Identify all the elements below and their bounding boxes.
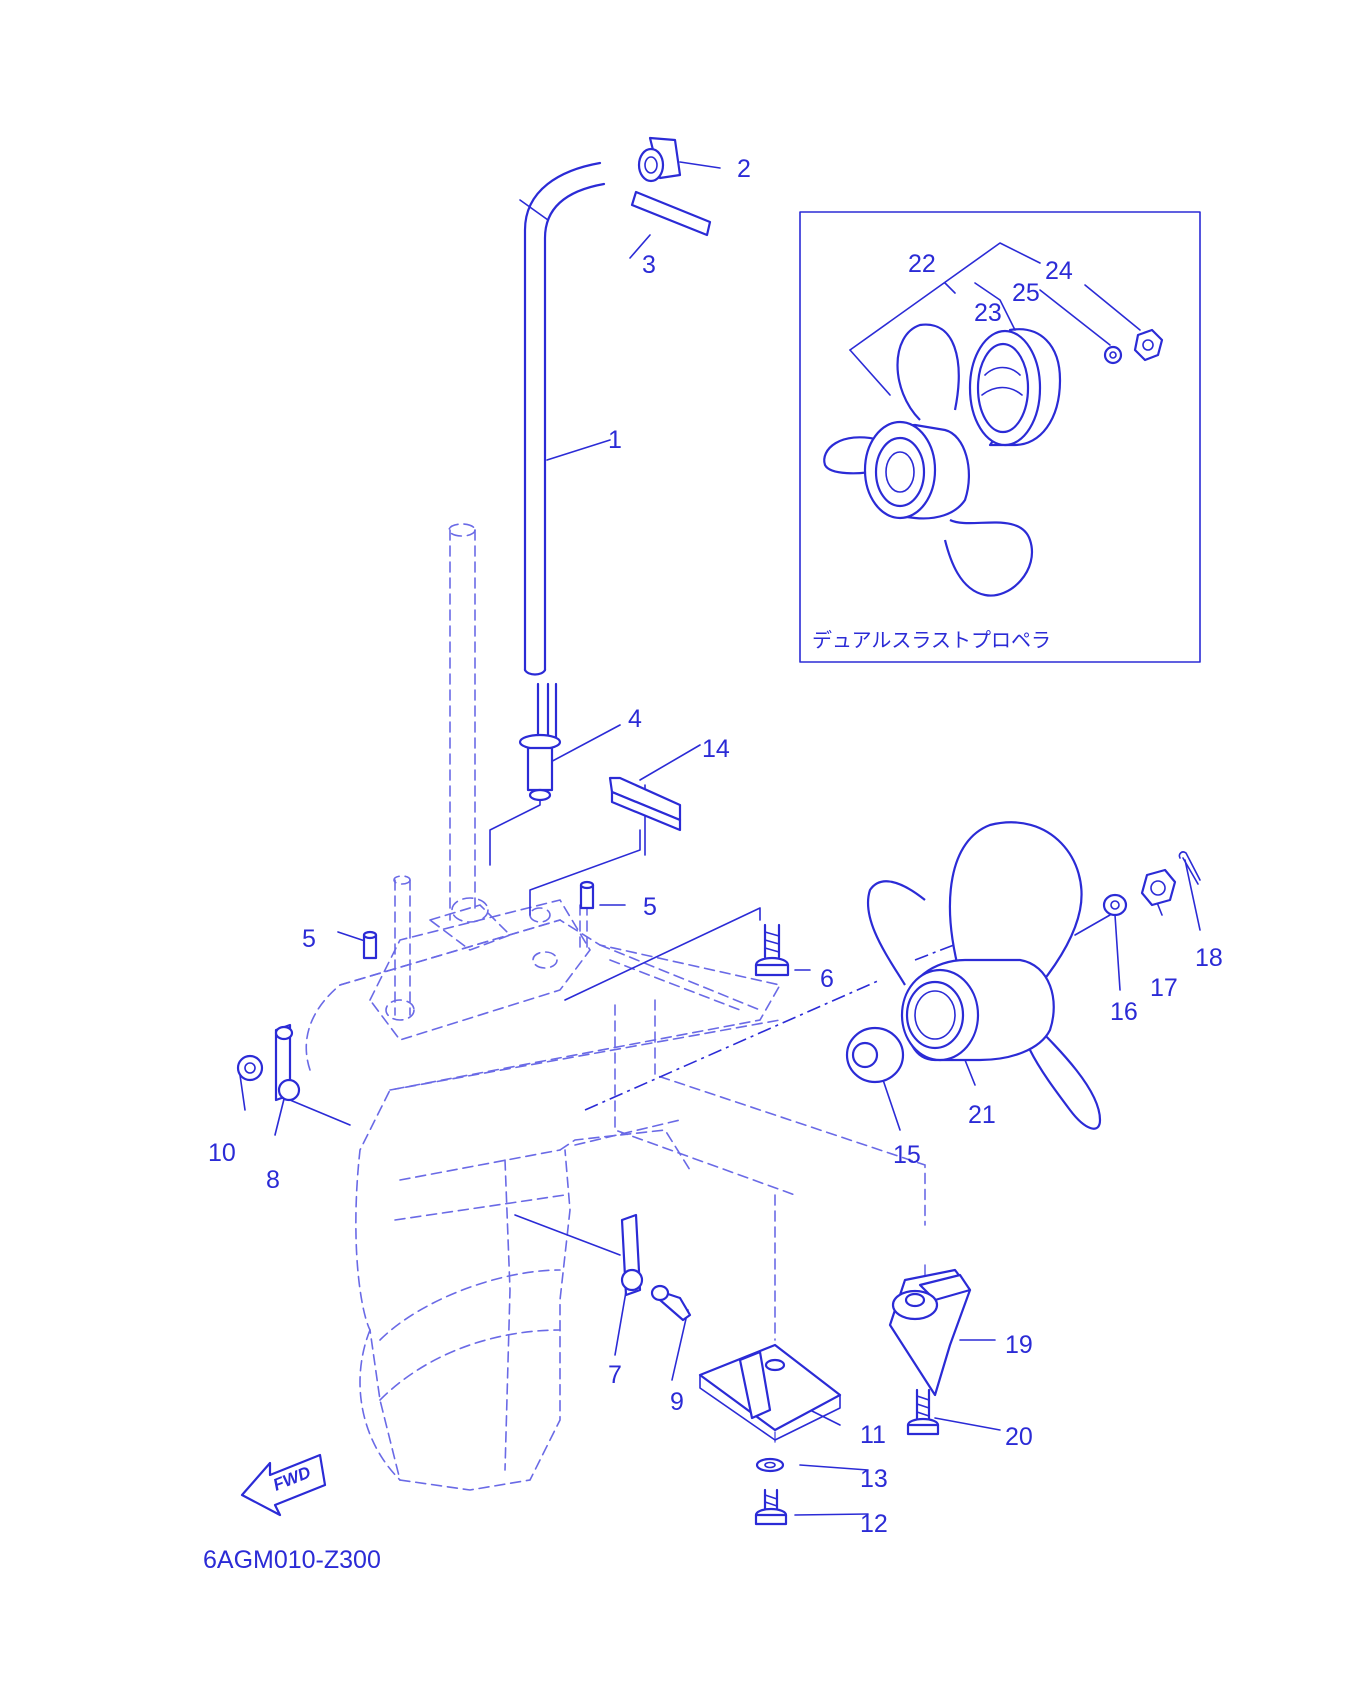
- part-label: 23: [974, 299, 1002, 327]
- part-label: 11: [860, 1421, 886, 1449]
- grommet: [637, 136, 682, 183]
- inset-frame: [799, 211, 1201, 663]
- inset-dual-thrust-propeller: [823, 242, 1164, 597]
- main-propeller: [867, 821, 1102, 1130]
- lower-unit-housing: [305, 919, 782, 1491]
- washer-13: [755, 1457, 785, 1473]
- seal-plate: [608, 776, 682, 832]
- part-label: 6: [820, 965, 834, 993]
- part-label: 10: [208, 1139, 236, 1167]
- part-label: 15: [893, 1141, 921, 1169]
- part-label: 4: [628, 705, 642, 733]
- part-label: 22: [908, 250, 936, 278]
- nut-10: [236, 1054, 264, 1082]
- bolt-6: [754, 923, 790, 977]
- part-label: 12: [860, 1510, 888, 1538]
- part-label: 3: [642, 251, 656, 279]
- trim-holder: [620, 1213, 644, 1297]
- trim-tab-anode: [888, 1268, 972, 1397]
- part-label: 20: [1005, 1423, 1033, 1451]
- part-label: 7: [608, 1361, 622, 1389]
- water-tube: [519, 161, 606, 676]
- nut-17: [1140, 868, 1177, 907]
- forward-direction-arrow: FWD: [240, 1453, 327, 1517]
- anode-bracket: [274, 1023, 301, 1102]
- part-label: 16: [1110, 998, 1138, 1026]
- drive-shaft: [393, 523, 588, 1016]
- part-label: 19: [1005, 1331, 1033, 1359]
- bolt-20: [906, 1388, 940, 1436]
- clip-strip: [630, 190, 712, 237]
- part-label: 21: [968, 1101, 996, 1129]
- washer-16: [1102, 893, 1128, 917]
- thrust-washer: [845, 1026, 905, 1084]
- part-number-labels: 1 2 3 4 5 5 6 7 8 9 10 11 12 13 14 15 16…: [208, 155, 1223, 1538]
- water-pump-plate: [369, 897, 591, 1041]
- cotter-pin: [1178, 851, 1201, 885]
- part-label: 13: [860, 1465, 888, 1493]
- dowel-pin-lower: [362, 930, 378, 960]
- part-label: 5: [302, 925, 316, 953]
- inset-caption: デュアルスラストプロペラ: [812, 628, 1051, 652]
- part-label: 1: [608, 426, 622, 454]
- diagram-code: 6AGM010-Z300: [203, 1546, 381, 1574]
- part-label: 2: [737, 155, 751, 183]
- water-tube-joint: [518, 682, 562, 802]
- part-label: 18: [1195, 944, 1223, 972]
- dowel-pin-upper: [579, 880, 595, 910]
- part-label: 24: [1045, 257, 1073, 285]
- part-label: 14: [702, 735, 730, 763]
- bolt-12: [754, 1488, 788, 1526]
- part-label: 9: [670, 1388, 684, 1416]
- anode-11: [698, 1343, 842, 1441]
- screw-9: [650, 1284, 692, 1322]
- part-label: 17: [1150, 974, 1178, 1002]
- part-label: 25: [1012, 279, 1040, 307]
- part-label: 5: [643, 893, 657, 921]
- part-label: 8: [266, 1166, 280, 1194]
